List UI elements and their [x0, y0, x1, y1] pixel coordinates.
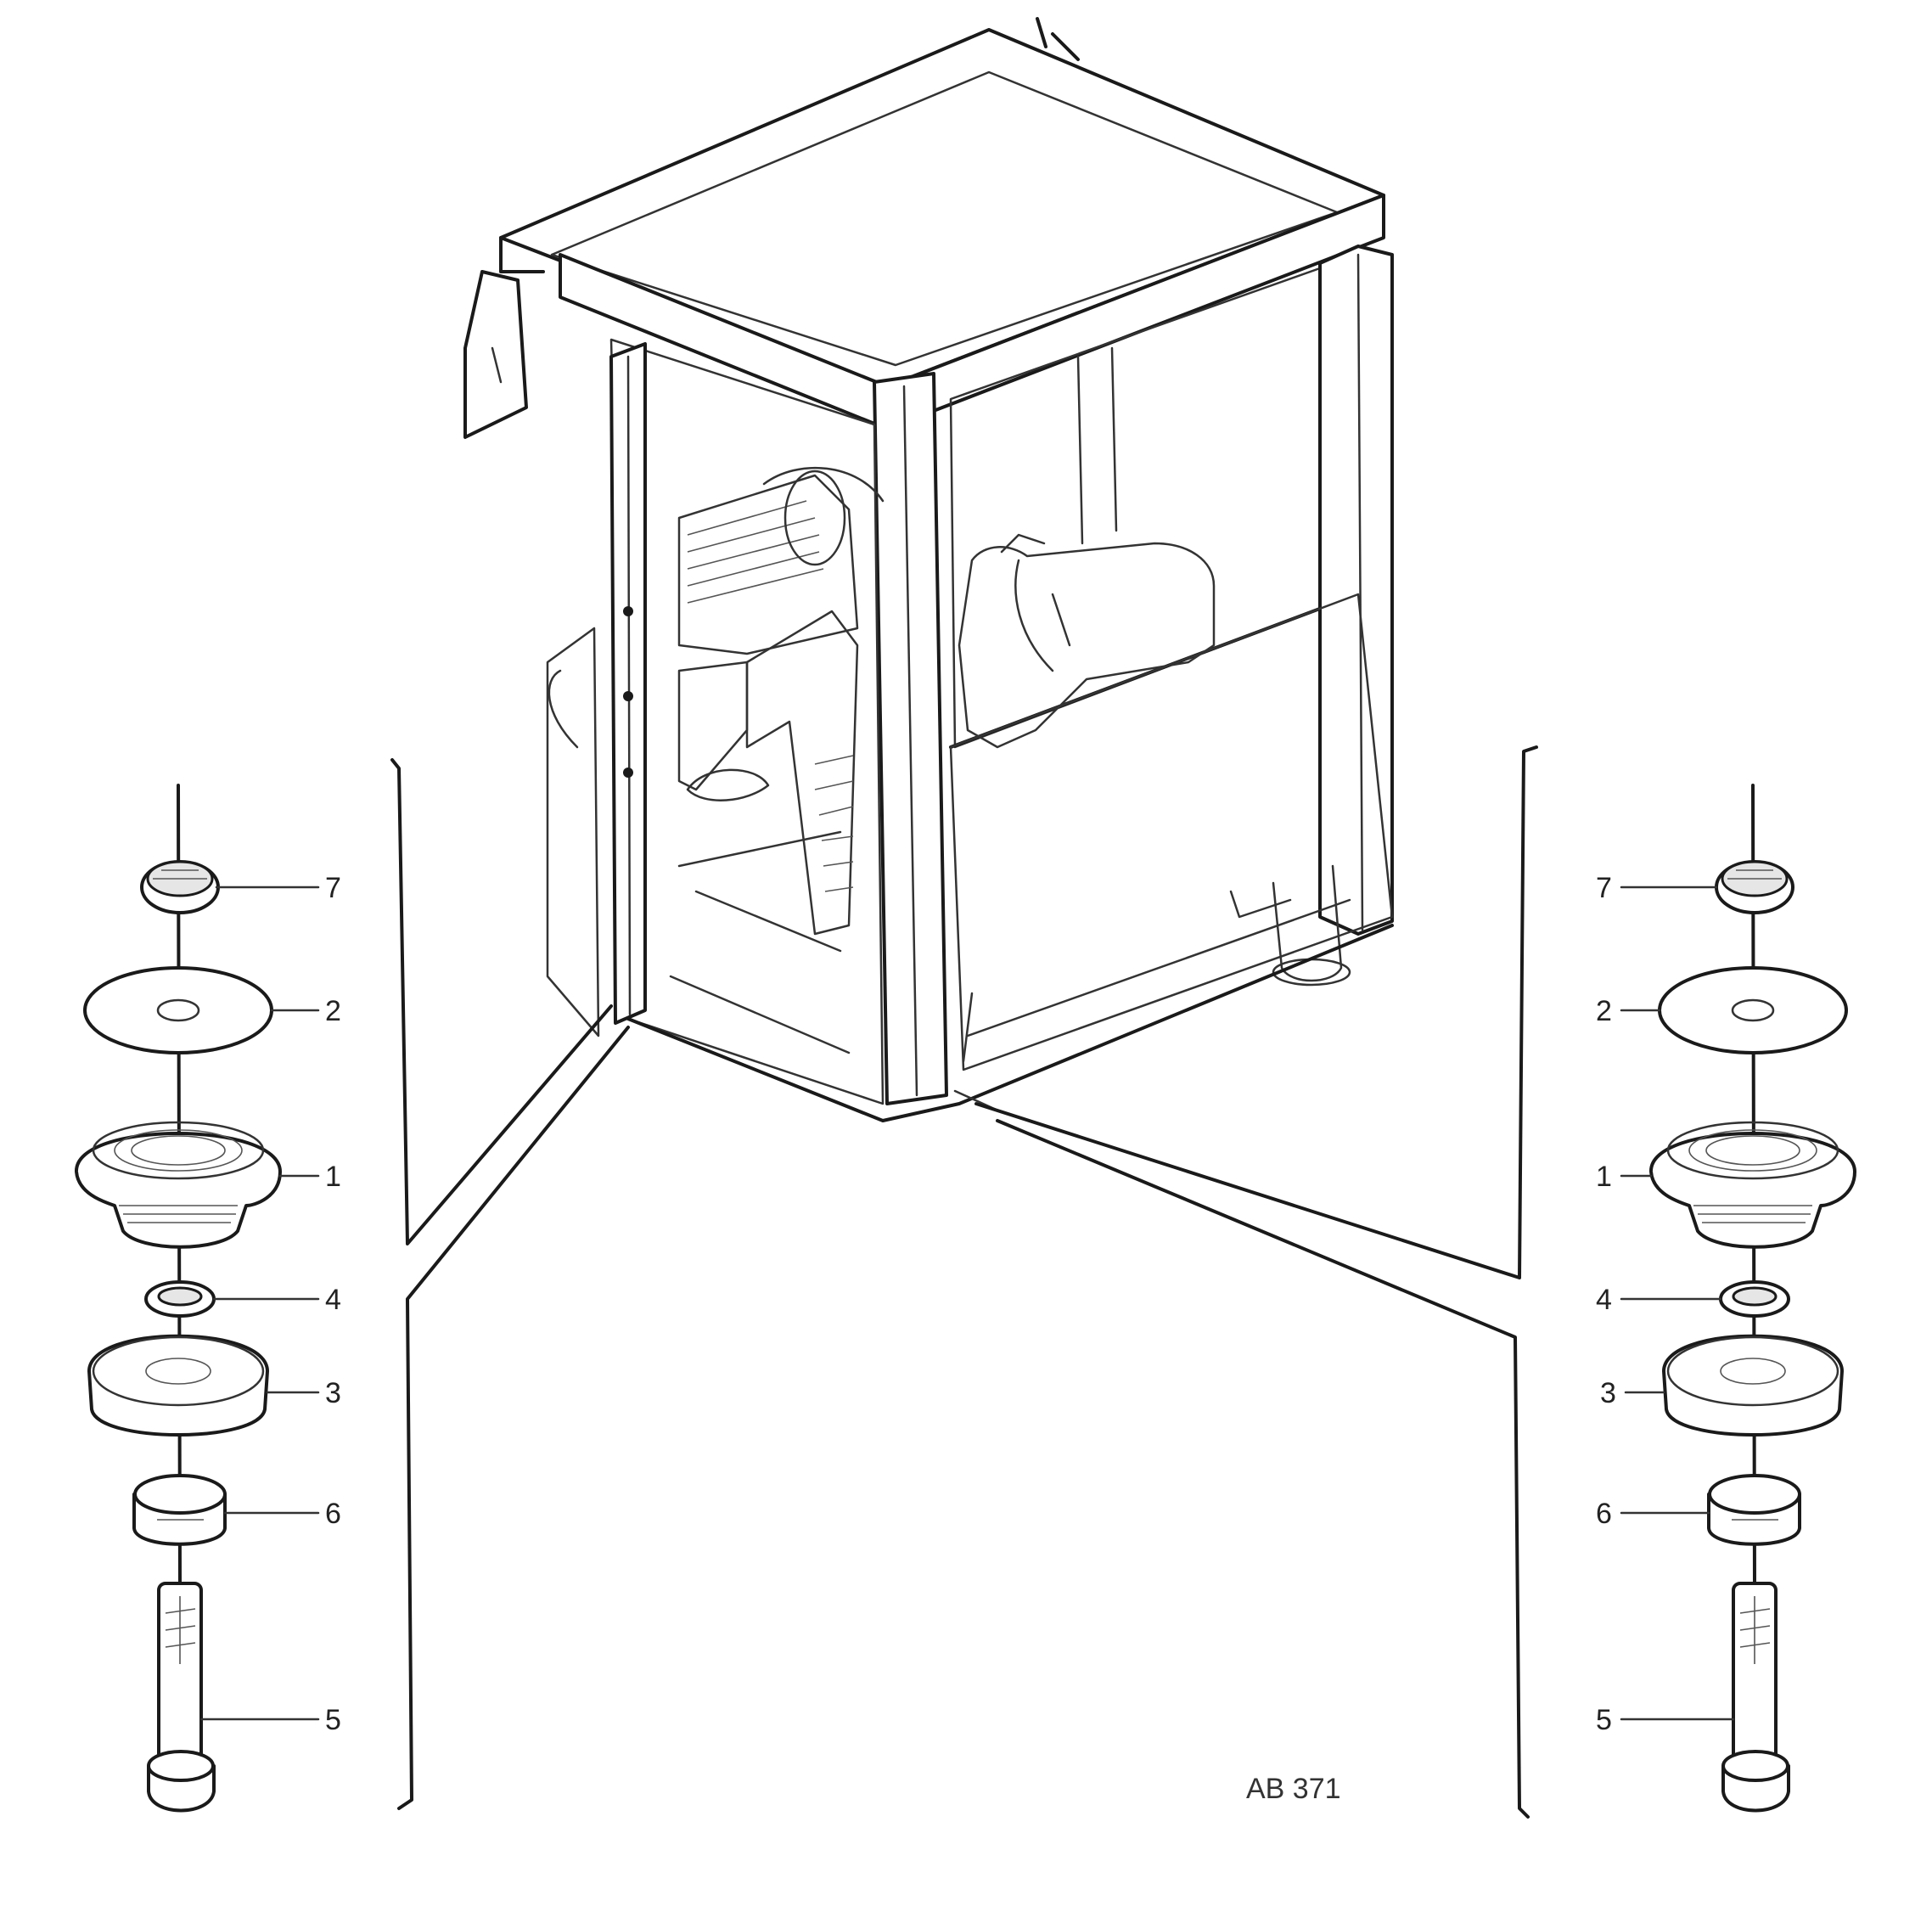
callout-left-2: 2: [325, 995, 341, 1027]
callout-right-1: 1: [1596, 1161, 1612, 1193]
right-part-3-damper: [1662, 1334, 1844, 1437]
right-part-1-rubber-mount: [1648, 1121, 1856, 1249]
left-part-6-spacer: [132, 1474, 227, 1546]
mirror-icon: [463, 270, 528, 439]
door-hinge-low: [623, 768, 633, 778]
right-part-2-washer: [1658, 966, 1848, 1054]
drawing-reference: AB 371: [1246, 1773, 1341, 1805]
roof-antenna: [1036, 17, 1080, 61]
callout-left-1: 1: [325, 1161, 341, 1193]
cab-open-door: [546, 627, 600, 1037]
right-bracket: [974, 745, 1538, 1279]
left-part-7-nut: [140, 860, 220, 914]
callout-right-3: 3: [1600, 1377, 1616, 1409]
cab-roof: [499, 28, 1385, 388]
left-part-3-damper: [87, 1334, 269, 1437]
left-part-5-bolt: [147, 1582, 216, 1813]
right-part-7-nut: [1715, 860, 1794, 914]
door-hinge-top: [623, 606, 633, 616]
left-part-4-washer: [144, 1280, 216, 1318]
cab-lower-body: [949, 593, 1394, 1071]
callout-right-6: 6: [1596, 1498, 1612, 1530]
right-mount-stack: [1620, 784, 1856, 1813]
callout-right-5: 5: [1596, 1704, 1612, 1736]
callout-left-5: 5: [325, 1704, 341, 1736]
callout-right-7: 7: [1596, 872, 1612, 904]
callout-right-2: 2: [1596, 995, 1612, 1027]
cab-rear-pillar: [1318, 245, 1394, 936]
left-bracket-lower: [397, 1026, 630, 1810]
callout-left-7: 7: [325, 872, 341, 904]
left-callouts: 7 2 1 4 3 6 5: [325, 872, 341, 1736]
right-part-5-bolt: [1721, 1582, 1790, 1813]
mirror-arm: [499, 236, 545, 273]
right-bracket-lower: [996, 1119, 1530, 1819]
right-part-4-washer: [1719, 1280, 1790, 1318]
left-part-2-washer: [83, 966, 273, 1054]
right-callouts: 7 2 1 4 3 6 5: [1596, 872, 1616, 1736]
operator-seat: [958, 542, 1216, 749]
cab-interior: [677, 466, 885, 953]
callout-left-4: 4: [325, 1284, 341, 1316]
left-mount-stack: [74, 784, 320, 1813]
left-part-1-rubber-mount: [74, 1121, 282, 1249]
cab-assembly: [463, 17, 1394, 1122]
door-hinge-mid: [623, 691, 633, 701]
cab-floor-edge: [626, 924, 1394, 1122]
callout-left-3: 3: [325, 1377, 341, 1409]
drawing-code: AB 371: [1246, 1773, 1341, 1805]
callout-right-4: 4: [1596, 1284, 1612, 1316]
mount-leader-lines: [390, 745, 1538, 1819]
callout-left-6: 6: [325, 1498, 341, 1530]
left-bracket: [390, 758, 613, 1245]
right-part-6-spacer: [1707, 1474, 1801, 1546]
